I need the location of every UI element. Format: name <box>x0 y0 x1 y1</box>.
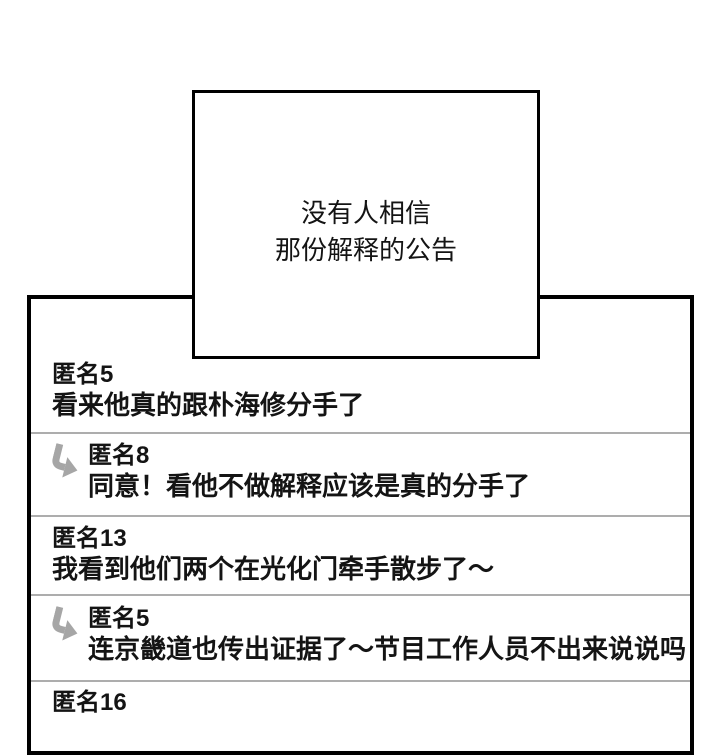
comment-row: 匿名16 <box>31 682 690 729</box>
comment-board: 匿名5 看来他真的跟朴海修分手了 匿名8 同意！看他不做解释应该是真的分手了 匿… <box>27 295 694 755</box>
comment-text: 同意！看他不做解释应该是真的分手了 <box>88 471 531 501</box>
comment-author: 匿名8 <box>88 442 150 469</box>
comment-author: 匿名5 <box>52 361 114 388</box>
caption-line: 没有人相信 <box>300 197 431 228</box>
reply-arrow-icon <box>52 604 88 642</box>
comment-author: 匿名5 <box>88 605 150 632</box>
comment-row-reply: 匿名8 同意！看他不做解释应该是真的分手了 <box>31 434 690 517</box>
comment-author: 匿名13 <box>52 525 127 552</box>
reply-arrow-icon <box>52 441 88 479</box>
comment-row-reply: 匿名5 连京畿道也传出证据了～节目工作人员不出来说说吗 <box>31 596 690 682</box>
caption-box: 没有人相信 那份解释的公告 <box>192 90 540 359</box>
comment-text: 连京畿道也传出证据了～节目工作人员不出来说说吗 <box>88 634 687 664</box>
comment-row: 匿名13 我看到他们两个在光化门牵手散步了～ <box>31 517 690 596</box>
comment-text: 我看到他们两个在光化门牵手散步了～ <box>52 554 495 584</box>
comment-row: 匿名5 看来他真的跟朴海修分手了 <box>31 299 690 434</box>
caption-line: 那份解释的公告 <box>274 234 457 265</box>
comment-text: 看来他真的跟朴海修分手了 <box>52 390 365 420</box>
comment-author: 匿名16 <box>52 689 127 716</box>
